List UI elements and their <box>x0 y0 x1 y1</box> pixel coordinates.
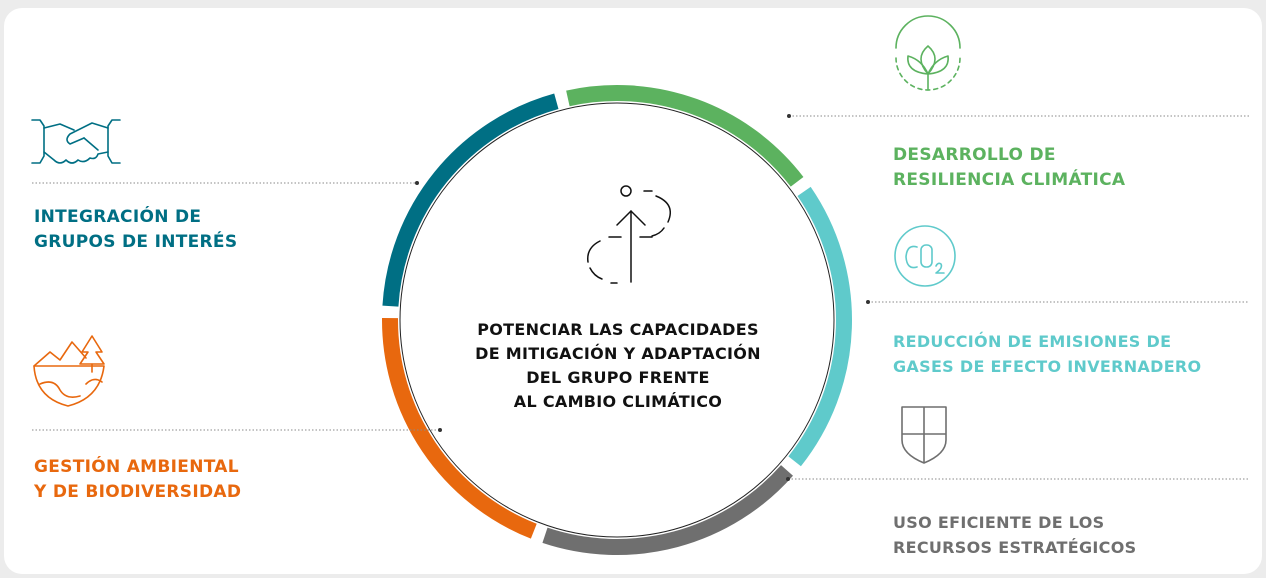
connector-dots <box>415 114 870 481</box>
label-line: Y DE BIODIVERSIDAD <box>34 482 242 502</box>
co2-icon <box>894 225 956 287</box>
shield-icon <box>901 406 947 464</box>
label-resiliencia-climatica: DESARROLLO DE RESILIENCIA CLIMÁTICA <box>893 143 1125 193</box>
growth-arrow-icon <box>587 185 671 284</box>
connector-dot <box>787 114 791 118</box>
label-line: INTEGRACIÓN DE <box>34 207 202 227</box>
handshake-icon <box>31 119 121 164</box>
ring-segment-cyan <box>788 186 852 467</box>
landscape-tree-icon <box>33 335 105 407</box>
connector-dot <box>438 428 442 432</box>
label-line: GESTIÓN AMBIENTAL <box>34 457 239 477</box>
connector-dot <box>866 300 870 304</box>
label-line: GRUPOS DE INTERÉS <box>34 232 238 252</box>
connector-dot <box>415 181 419 185</box>
label-reduccion-emisiones: REDUCCIÓN DE EMISIONES DE GASES DE EFECT… <box>893 329 1201 379</box>
central-goal-line: DEL GRUPO FRENTE <box>526 368 710 387</box>
central-goal-line: DE MITIGACIÓN Y ADAPTACIÓN <box>475 344 761 363</box>
label-line: DESARROLLO DE <box>893 145 1056 165</box>
label-gestion-ambiental: GESTIÓN AMBIENTAL Y DE BIODIVERSIDAD <box>34 455 241 505</box>
label-line: RECURSOS ESTRATÉGICOS <box>893 538 1137 557</box>
label-uso-eficiente-recursos: USO EFICIENTE DE LOS RECURSOS ESTRATÉGIC… <box>893 510 1136 560</box>
outer-ring <box>382 85 852 555</box>
central-goal-text: POTENCIAR LAS CAPACIDADES DE MITIGACIÓN … <box>448 318 788 414</box>
plant-sprout-icon <box>895 15 961 91</box>
ring-segment-orange <box>382 317 537 539</box>
ring-segment-teal <box>382 93 559 307</box>
inner-circle <box>399 102 835 538</box>
label-line: GASES DE EFECTO INVERNADERO <box>893 357 1202 376</box>
label-line: RESILIENCIA CLIMÁTICA <box>893 170 1126 190</box>
label-line: USO EFICIENTE DE LOS <box>893 513 1105 532</box>
connector-dot <box>786 477 790 481</box>
connector-lines <box>32 115 1249 480</box>
central-goal-line: POTENCIAR LAS CAPACIDADES <box>477 320 759 339</box>
ring-segment-gray <box>542 465 793 555</box>
central-goal-line: AL CAMBIO CLIMÁTICO <box>513 392 723 411</box>
ring-segment-green <box>566 85 804 187</box>
label-grupos-de-interes: INTEGRACIÓN DE GRUPOS DE INTERÉS <box>34 205 237 255</box>
label-line: REDUCCIÓN DE EMISIONES DE <box>893 332 1172 351</box>
